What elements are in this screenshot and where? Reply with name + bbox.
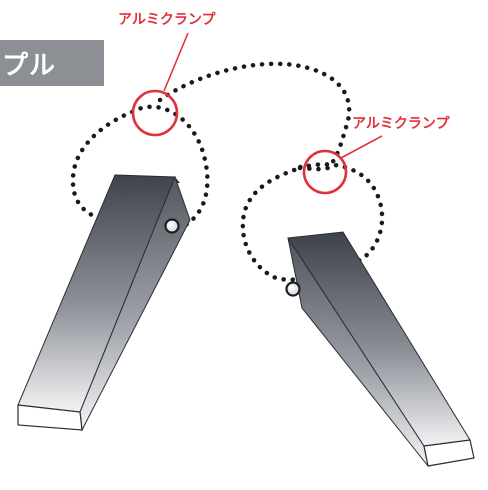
title-band: プル <box>0 40 104 86</box>
page-title: プル <box>2 50 57 81</box>
bolt-icon <box>164 218 180 234</box>
right-bracket-front-face <box>287 231 471 447</box>
right-bracket-end-face <box>423 439 475 467</box>
left-bracket <box>17 174 191 432</box>
callout-leader-line-left <box>163 32 189 92</box>
clamp-marker-right <box>302 135 383 195</box>
circle-outline-icon <box>131 89 179 137</box>
bolt-icon <box>285 281 301 297</box>
right-bracket <box>285 231 475 467</box>
callout-leader-line-right <box>340 135 383 159</box>
clamp-marker-left <box>131 32 189 137</box>
circle-outline-icon <box>302 149 348 195</box>
clamp-label-right: アルミクランプ <box>352 116 450 132</box>
left-bracket-end-face <box>17 404 83 431</box>
clamp-label-left: アルミクランプ <box>118 12 216 28</box>
cable-dotted-line <box>70 61 385 282</box>
